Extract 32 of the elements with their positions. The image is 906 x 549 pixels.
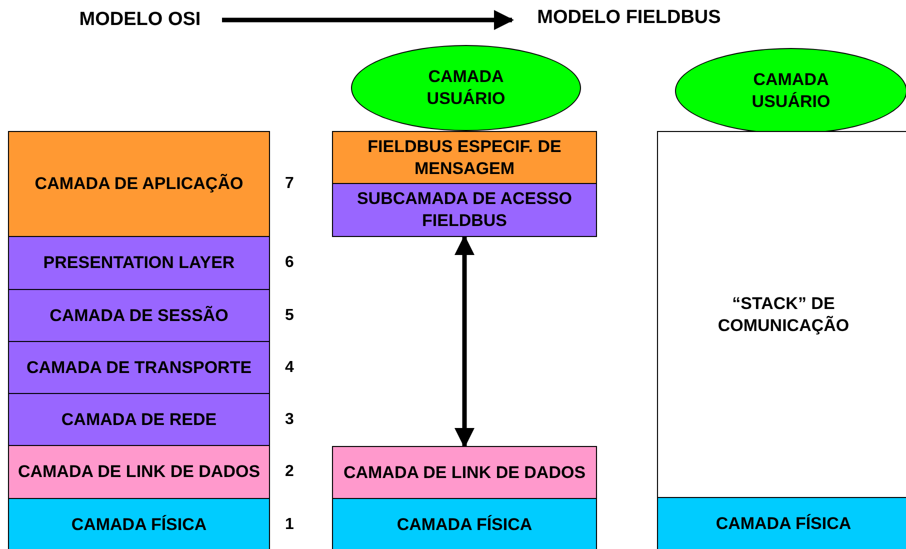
arrow — [222, 10, 514, 30]
layer-label: CAMADA USUÁRIO — [426, 66, 506, 110]
layer-box — [657, 497, 906, 549]
layer-label: CAMADA DE LINK DE DADOS — [18, 461, 260, 483]
layer-box — [332, 446, 597, 499]
layer-number: 3 — [285, 410, 294, 428]
layer-label: CAMADA DE LINK DE DADOS — [343, 462, 586, 484]
arrow — [454, 234, 475, 448]
layer-box — [332, 183, 597, 237]
layer-label: CAMADA USUÁRIO — [750, 69, 832, 113]
layer-label: CAMADA DE REDE — [61, 408, 217, 430]
layer-number: 4 — [285, 358, 294, 376]
stack-box — [657, 131, 906, 498]
layer-label: CAMADA DE TRANSPORTE — [26, 356, 252, 378]
layer-number: 6 — [285, 254, 294, 272]
layer-label: CAMADA FÍSICA — [396, 514, 532, 536]
layer-number: 5 — [285, 306, 294, 324]
layer-number: 7 — [285, 175, 294, 193]
layer-number: 1 — [285, 516, 294, 534]
layer-number: 2 — [285, 463, 294, 481]
heading-text: MODELO OSI — [79, 9, 201, 31]
layer-label: CAMADA FÍSICA — [716, 513, 852, 535]
layer-label: SUBCAMADA DE ACESSO FIELDBUS — [356, 188, 574, 232]
layer-box — [332, 498, 597, 549]
layer-label: PRESENTATION LAYER — [43, 252, 235, 274]
layer-label: FIELDBUS ESPECIF. DE MENSAGEM — [366, 136, 562, 180]
layer-label: CAMADA DE APLICAÇÃO — [34, 173, 244, 195]
heading-text: MODELO FIELDBUS — [537, 7, 721, 29]
layer-label: CAMADA DE SESSÃO — [50, 304, 228, 326]
layer-label: “STACK” DE COMUNICAÇÃO — [716, 292, 850, 336]
layer-box — [332, 131, 597, 184]
layer-label: CAMADA FÍSICA — [71, 514, 207, 536]
